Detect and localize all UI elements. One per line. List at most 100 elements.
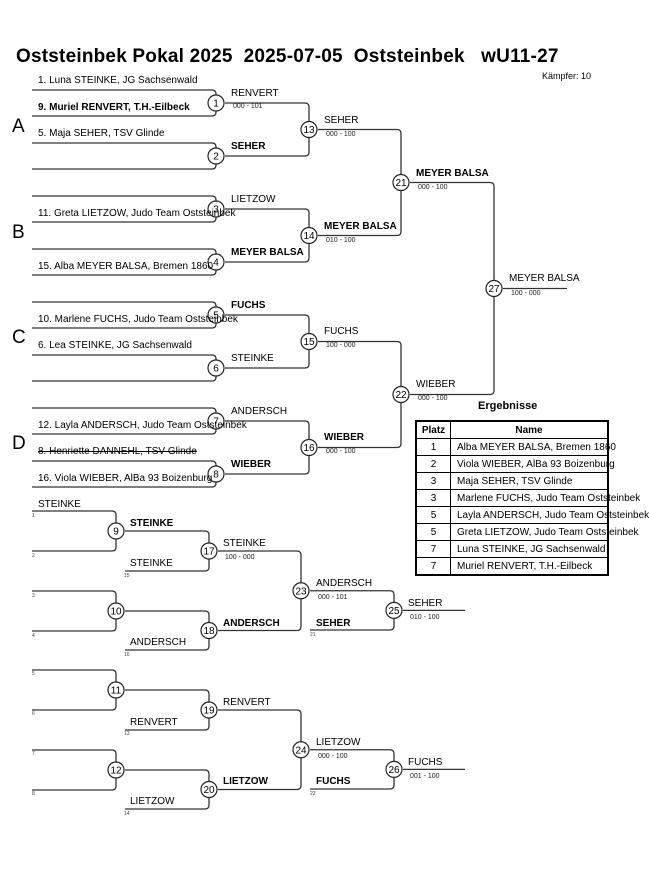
match-number-text: 18	[203, 626, 215, 637]
entrant: 5. Maja SEHER, TSV Glinde	[38, 128, 165, 139]
rep-r3-score: 000 - 100	[318, 753, 348, 760]
r1-winner: WIEBER	[231, 459, 271, 470]
match-circle	[207, 147, 225, 165]
bracket-line	[32, 590, 117, 632]
page-title: Oststeinbek Pokal 2025 2025-07-05 Ostste…	[16, 46, 559, 67]
results-name: Alba MEYER BALSA, Bremen 1860	[450, 438, 616, 456]
r2-score: 000 - 100	[326, 131, 356, 138]
semi-score: 000 - 100	[418, 184, 448, 191]
match-number-text: 19	[203, 706, 215, 717]
match-circle	[300, 226, 318, 245]
semi-winner: WIEBER	[416, 379, 456, 390]
results-name: Layla ANDERSCH, Judo Team Oststeinbek	[450, 506, 649, 524]
match-number-text: 27	[488, 284, 500, 295]
r1-winner: ANDERSCH	[231, 406, 288, 417]
r1-winner: RENVERT	[231, 88, 279, 99]
match-number-text: 14	[303, 231, 315, 242]
r2-score: 100 - 000	[326, 342, 356, 349]
match-number-badge: 1	[207, 94, 225, 112]
match-circle	[200, 701, 218, 719]
r2-winner: MEYER BALSA	[324, 221, 397, 232]
results-place: 7	[415, 540, 451, 558]
results-title: Ergebnisse	[478, 400, 538, 412]
rep-ref: 5	[32, 671, 35, 677]
match-number-text: 3	[213, 205, 219, 216]
rep-ref: 1	[32, 513, 35, 519]
semi-score: 000 - 100	[418, 395, 448, 402]
bracket-line	[32, 354, 217, 382]
rep-semi-dropin: SEHER	[316, 618, 351, 629]
match-number-badge: 18	[200, 621, 218, 640]
entrant-withdrawn: 8. Henriette DANNEHL, TSV Glinde	[38, 446, 197, 457]
match-number-badge: 10	[107, 602, 125, 620]
rep-ref: 7	[32, 751, 35, 757]
match-number-text: 25	[388, 606, 400, 617]
match-number-badge: 27	[485, 279, 503, 298]
match-circle	[385, 760, 403, 778]
match-number-text: 2	[213, 152, 219, 163]
results-name: Luna STEINKE, JG Sachsenwald	[450, 540, 609, 558]
match-number-badge: 17	[200, 542, 218, 560]
match-number-badge: 8	[207, 465, 225, 483]
rep-r2-score: 100 - 000	[225, 554, 255, 561]
rep-seed: STEINKE	[38, 499, 81, 510]
match-circle	[207, 412, 225, 430]
rep-dropin: RENVERT	[130, 717, 178, 728]
entrant: 12. Layla ANDERSCH, Judo Team Oststeinbe…	[38, 420, 247, 431]
entrant: 1. Luna STEINKE, JG Sachsenwald	[38, 75, 198, 86]
group-label-d: D	[12, 433, 26, 454]
match-number-text: 17	[203, 547, 215, 558]
entrant: 16. Viola WIEBER, AlBa 93 Boizenburg	[38, 473, 213, 484]
r2-score: 000 - 100	[326, 448, 356, 455]
final-winner: MEYER BALSA	[509, 273, 580, 284]
rep-ref: 2	[32, 553, 35, 559]
bracket-line	[32, 749, 117, 791]
rep-r3-winner: LIETZOW	[316, 737, 361, 748]
final-score: 100 - 000	[511, 290, 541, 297]
match-number-badge: 15	[300, 332, 318, 351]
match-number-badge: 4	[207, 253, 225, 271]
match-circle	[485, 279, 503, 298]
match-circle	[300, 120, 318, 139]
r2-winner: FUCHS	[324, 326, 359, 337]
entrant: 15. Alba MEYER BALSA, Bremen 1860	[38, 261, 214, 272]
group-label-a: A	[12, 116, 25, 137]
match-number-badge: 25	[385, 601, 403, 619]
match-number-badge: 24	[292, 741, 310, 759]
results-place: 3	[415, 489, 451, 507]
r1-winner: FUCHS	[231, 300, 266, 311]
results-place: 5	[415, 506, 451, 524]
match-number-badge: 9	[107, 522, 125, 540]
entrant: 6. Lea STEINKE, JG Sachsenwald	[38, 340, 192, 351]
rep-ref: 21	[310, 632, 316, 638]
semi-winner: MEYER BALSA	[416, 168, 489, 179]
rep-ref: 14	[124, 811, 130, 817]
results-place: 7	[415, 557, 451, 576]
match-number-text: 24	[295, 745, 307, 756]
match-circle	[392, 173, 410, 192]
results-place: 5	[415, 523, 451, 541]
results-place: 2	[415, 455, 451, 473]
entrant: 10. Marlene FUCHS, Judo Team Oststeinbek	[38, 314, 238, 325]
match-number-text: 23	[295, 586, 307, 597]
match-number-text: 4	[213, 258, 219, 269]
group-label-b: B	[12, 222, 25, 243]
match-number-text: 15	[303, 337, 315, 348]
rep-ref: 15	[124, 573, 130, 579]
r1-winner: MEYER BALSA	[231, 247, 304, 258]
match-number-text: 6	[213, 364, 219, 375]
match-circle	[207, 306, 225, 324]
bracket-line	[318, 128, 402, 237]
match-circle	[300, 438, 318, 457]
match-number-text: 8	[213, 470, 219, 481]
rep-ref: 6	[32, 711, 35, 717]
results-name: Muriel RENVERT, T.H.-Eilbeck	[450, 557, 609, 576]
rep-r3-score: 000 - 101	[318, 594, 348, 601]
rep-ref: 22	[310, 791, 316, 797]
match-number-badge: 23	[292, 582, 310, 600]
